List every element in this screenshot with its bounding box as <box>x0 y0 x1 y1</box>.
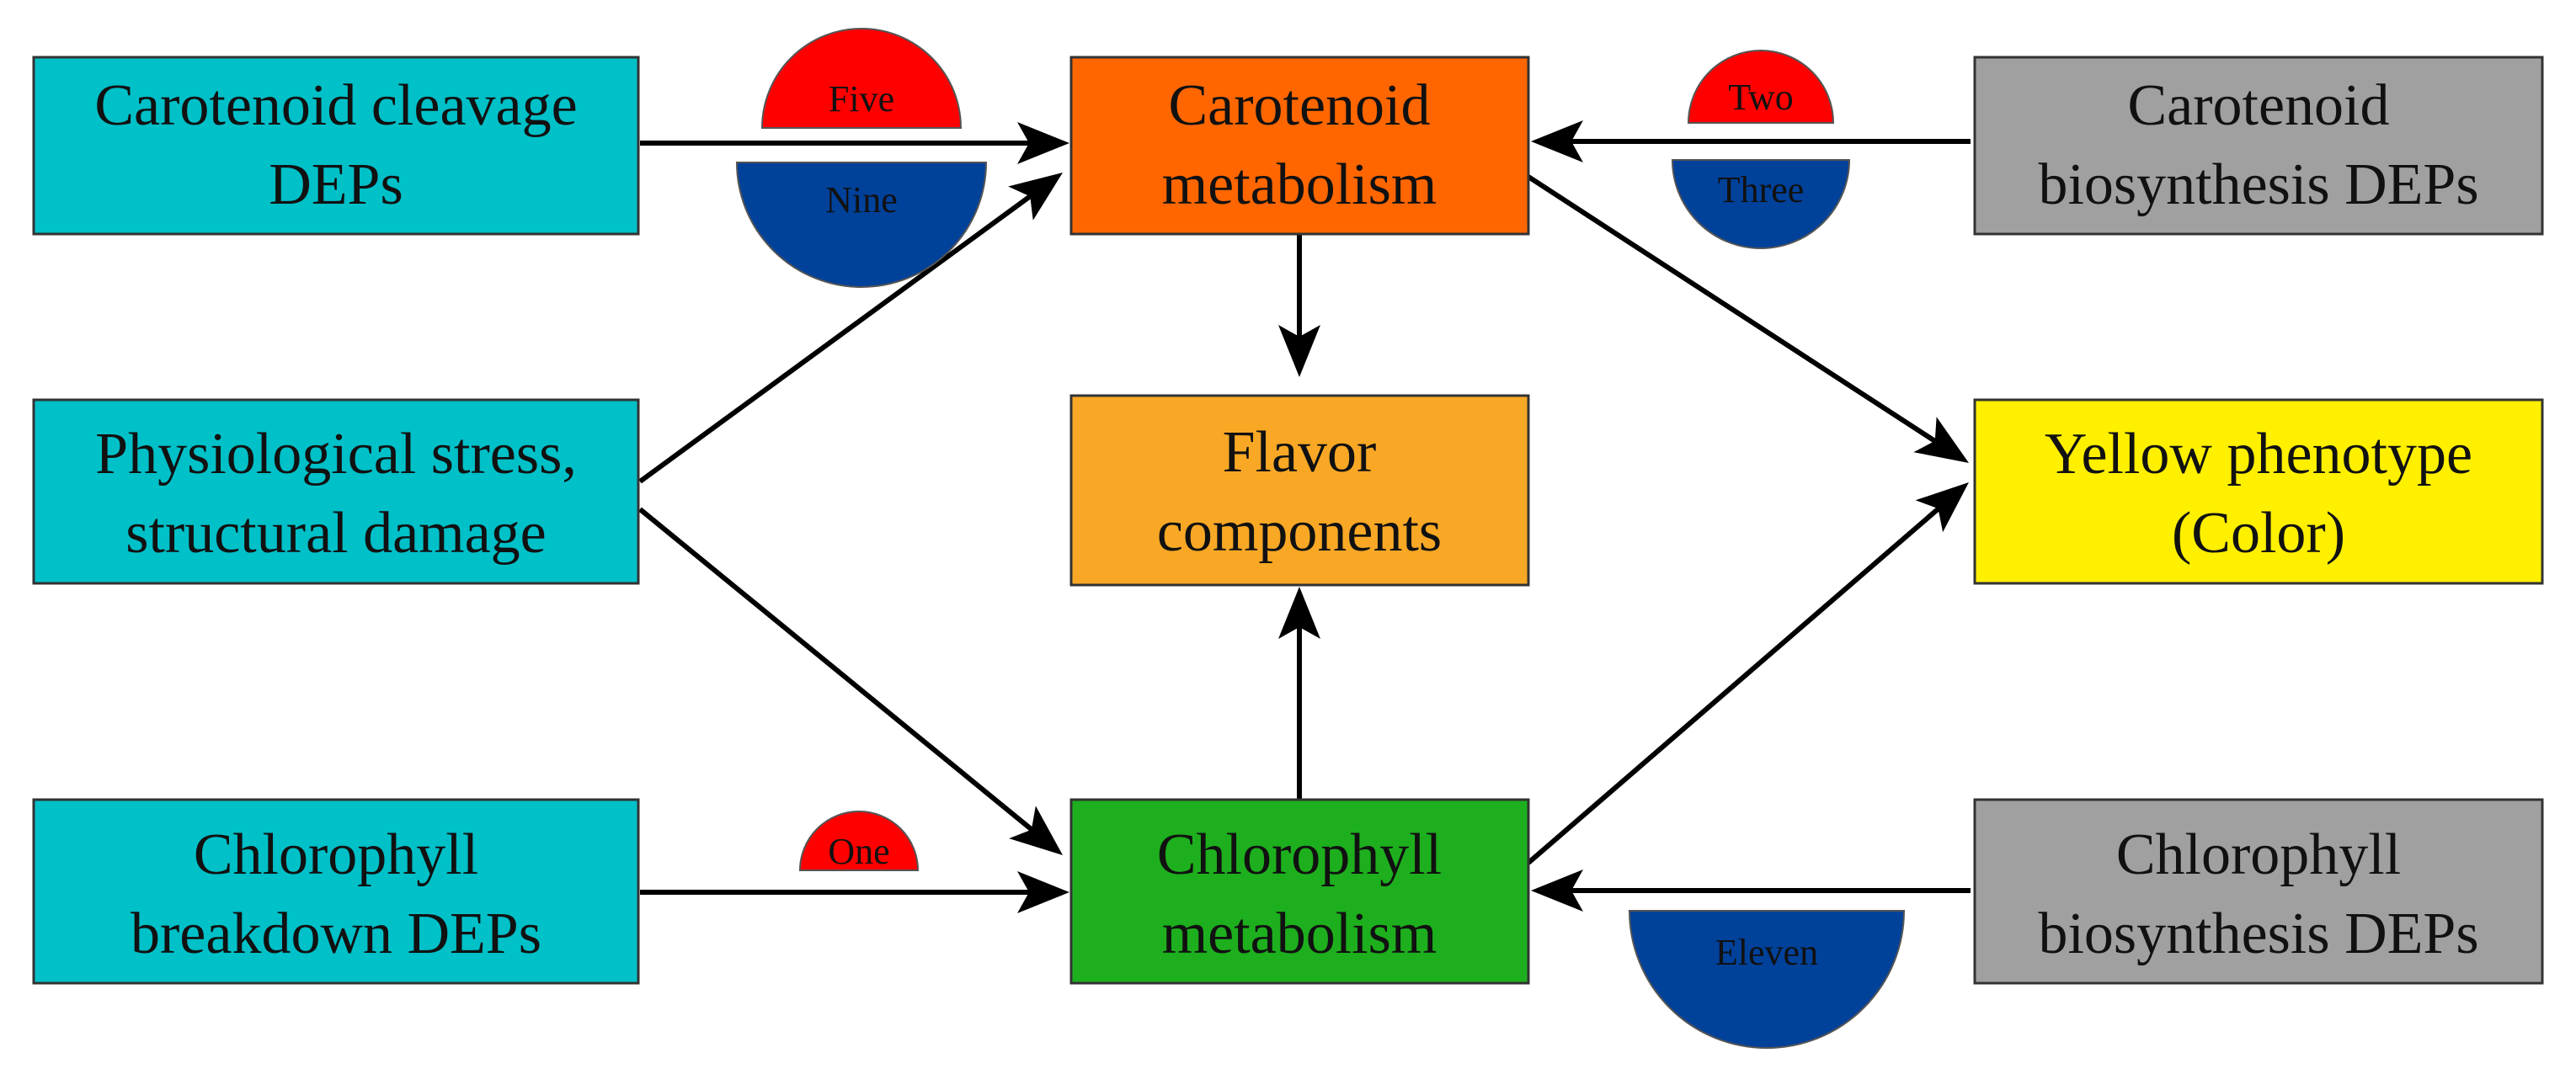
node-line-1: Chlorophyll <box>194 822 478 887</box>
badge-eleven: Eleven <box>1628 910 1906 1049</box>
arrowhead-icon <box>1913 417 1969 463</box>
badge-shape <box>1687 50 1835 124</box>
arrowhead-icon <box>1915 482 1969 533</box>
node-chlorophyll-metabolism: Chlorophyll metabolism <box>1069 798 1530 985</box>
node-box <box>32 398 640 585</box>
node-line-2: biosynthesis DEPs <box>2038 901 2478 966</box>
node-box <box>1973 798 2544 985</box>
arrow-stress-to-chlorophyll <box>638 507 1059 853</box>
node-line-2: metabolism <box>1162 901 1437 966</box>
node-line-2: (Color) <box>2172 501 2345 566</box>
node-line-2: components <box>1157 499 1442 564</box>
badge-label: Eleven <box>1715 932 1818 973</box>
badge-two: Two <box>1687 50 1835 124</box>
node-line-2: DEPs <box>269 152 403 217</box>
node-line-2: biosynthesis DEPs <box>2038 152 2478 217</box>
node-carotenoid-metabolism: Carotenoid metabolism <box>1069 56 1530 236</box>
node-box <box>32 798 640 985</box>
node-line-1: Chlorophyll <box>1157 822 1442 887</box>
badge-five: Five <box>760 28 963 129</box>
badge-shape <box>798 811 920 871</box>
node-line-1: Flavor <box>1223 420 1377 485</box>
arrowhead-icon <box>1017 871 1069 913</box>
node-line-1: Yellow phenotype <box>2045 422 2472 487</box>
node-line-2: breakdown DEPs <box>131 901 541 966</box>
arrowhead-icon <box>1017 122 1069 164</box>
node-line-2: structural damage <box>125 501 547 566</box>
badge-one: One <box>798 811 920 872</box>
badge-shape <box>735 162 988 288</box>
arrowhead-icon <box>1008 173 1063 221</box>
badge-label: Three <box>1718 169 1805 210</box>
badge-three: Three <box>1671 159 1851 249</box>
arrowhead-icon <box>1278 587 1320 639</box>
node-carotenoid-cleavage: Carotenoid cleavage DEPs <box>32 56 640 236</box>
node-physiological-stress: Physiological stress, structural damage <box>32 398 640 585</box>
arrow-stress-to-carotenoid <box>638 174 1059 484</box>
badge-label: One <box>828 831 889 872</box>
badge-label: Five <box>829 78 894 120</box>
node-line-2: metabolism <box>1162 152 1437 217</box>
node-line-1: Chlorophyll <box>2116 822 2401 887</box>
node-chlorophyll-breakdown: Chlorophyll breakdown DEPs <box>32 798 640 985</box>
node-box <box>1069 56 1530 236</box>
arrow-carotenoid-to-yellow <box>1527 174 1964 461</box>
badge-label: Nine <box>825 179 898 221</box>
node-chlorophyll-biosynthesis: Chlorophyll biosynthesis DEPs <box>1973 798 2544 985</box>
node-line-1: Carotenoid cleavage <box>94 73 577 138</box>
node-line-1: Carotenoid <box>1168 73 1430 138</box>
node-line-1: Carotenoid <box>2127 73 2389 138</box>
badge-label: Two <box>1728 77 1794 118</box>
badge-shape <box>760 28 963 129</box>
node-flavor-components: Flavor components <box>1069 394 1530 587</box>
arrow-chlorophyll-to-yellow <box>1527 486 1964 865</box>
arrowhead-icon <box>1278 325 1320 377</box>
node-box <box>1973 56 2544 236</box>
node-box <box>1069 394 1530 587</box>
arrowhead-icon <box>1531 120 1583 162</box>
badges: Five Nine Two Three One Eleven <box>735 28 1906 1049</box>
node-box <box>32 56 640 236</box>
node-line-1: Physiological stress, <box>95 422 577 487</box>
node-box <box>1973 398 2544 585</box>
arrows <box>638 139 1971 895</box>
node-carotenoid-biosynthesis: Carotenoid biosynthesis DEPs <box>1973 56 2544 236</box>
arrowhead-icon <box>1009 806 1063 855</box>
node-yellow-phenotype: Yellow phenotype (Color) <box>1973 398 2544 585</box>
arrowhead-icon <box>1531 870 1583 912</box>
badge-shape <box>1671 159 1851 249</box>
arrowheads <box>1008 120 1969 913</box>
badge-shape <box>1628 910 1906 1049</box>
node-box <box>1069 798 1530 985</box>
badge-nine: Nine <box>735 162 988 288</box>
